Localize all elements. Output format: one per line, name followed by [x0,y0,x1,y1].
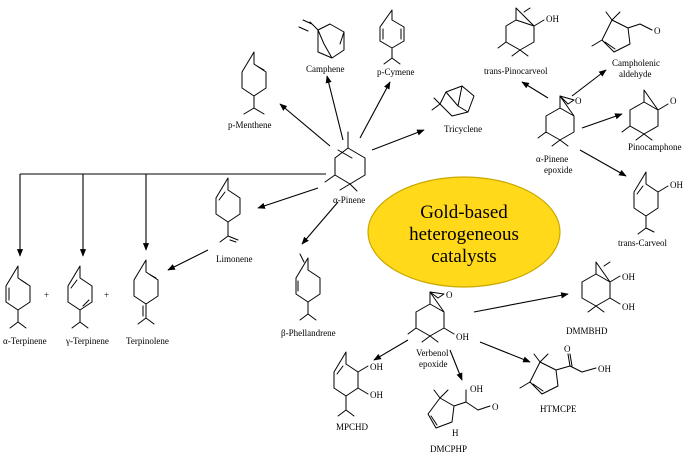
verbenol-epoxide-structure [407,291,455,343]
terpinolene-structure [133,259,159,325]
trans-pinocarveol-structure [497,7,545,57]
arrow-to-campholenic-aldehyde [571,69,607,97]
label-trans-carveol: trans-Carveol [618,238,667,248]
atom-oh-mpchd-1: OH [370,362,383,372]
label-alpha-pinene-epoxide-line1: α-Pinene [536,154,568,164]
label-htmcpe: HTMCPE [540,404,577,414]
mpchd-structure [333,351,369,417]
label-mpchd: MPCHD [336,422,369,432]
arrow-to-p-menthene [279,103,331,147]
arrow-to-tricyclene [371,129,425,151]
atom-o-campholenic: O [654,26,661,36]
label-verbenol-epoxide-line2: epoxide [419,359,448,369]
atom-o-verbenol-epoxide: O [446,290,453,300]
plus-sign-1: + [44,290,49,300]
atom-oh-dmmbhd-2: OH [622,302,635,312]
catalyst-label-line2: heterogeneous [409,224,519,245]
label-trans-pinocarveol: trans-Pinocarveol [484,66,548,76]
arrow-to-p-cymene [359,81,391,139]
atom-o-pinene-epoxide: O [575,96,582,106]
arrow-to-trans-pinocarveol [521,81,549,99]
atom-oh-mpchd-2: OH [370,390,383,400]
pinocamphone-structure [621,89,669,141]
label-dmcphp: DMCPHP [430,444,467,454]
catalyst-ellipse [367,176,561,288]
alpha-terpinene-structure [5,265,31,329]
gamma-terpinene-structure [67,265,93,329]
dmcphp-structure [427,389,491,429]
arrow-to-pinocamphone [581,113,623,129]
arrow-to-trans-carveol [579,149,627,177]
alpha-pinene-epoxide-structure [537,95,575,147]
atom-oh-dmmbhd-1: OH [622,272,635,282]
atom-o-pinocamphone: O [670,96,677,106]
arrow-to-beta-phellandrene [301,201,339,245]
label-verbenol-epoxide-line1: Verbenol [416,348,449,358]
plus-sign-2: + [104,290,109,300]
atom-oh-dmcphp: OH [470,384,483,394]
label-alpha-terpinene: α-Terpinene [3,336,47,346]
p-cymene-structure [379,9,405,65]
arrow-to-dmmbhd [473,292,569,313]
arrow-to-limonene [257,187,319,209]
alpha-pinene-structure [324,131,366,192]
label-pinocamphone: Pinocamphone [628,142,682,152]
tricyclene-structure [431,85,475,117]
trans-carveol-structure [633,171,669,235]
label-p-cymene: p-Cymene [377,67,415,77]
arrow-to-mpchd [373,339,409,361]
label-p-menthene: p-Menthene [228,120,271,130]
label-dmmbhd: DMMBHD [566,326,608,336]
label-limonene: Limonene [216,254,253,264]
camphene-structure [298,19,345,59]
dmmbhd-structure [581,261,621,313]
p-menthene-structure [241,51,267,115]
label-gamma-terpinene: γ-Terpinene [65,336,109,346]
arrow-limonene-to-terpinolene [167,249,209,271]
label-camphene: Camphene [306,64,345,74]
atom-oh-carveol: OH [670,180,683,190]
atom-oh-htmcpe: OH [598,364,611,374]
label-alpha-pinene-epoxide-line2: epoxide [544,165,573,175]
campholenic-aldehyde-structure [591,11,653,53]
limonene-structure [215,177,241,243]
atom-h-dmcphp: H [452,428,459,438]
label-alpha-pinene: α-Pinene [333,195,365,205]
label-tricyclene: Tricyclene [444,124,482,134]
label-campholenic-line2: aldehyde [619,69,651,79]
htmcpe-structure [519,353,597,395]
atom-o-dmcphp: O [492,402,499,412]
atom-o-htmcpe: O [564,344,571,354]
beta-phellandrene-structure [295,253,321,321]
atom-oh-verbenol-epoxide: OH [456,332,469,342]
arrow-to-camphene [325,75,344,141]
arrow-to-dmcphp [449,349,463,381]
catalyst-label-line1: Gold-based [420,202,508,223]
arrow-to-htmcpe [479,341,531,363]
catalyst-label-line3: catalysts [431,246,496,267]
label-campholenic-line1: Campholenic [612,58,660,68]
label-beta-phellandrene: β-Phellandrene [281,328,336,338]
atom-oh-pinocarveol: OH [546,14,559,24]
label-terpinolene: Terpinolene [126,336,169,346]
